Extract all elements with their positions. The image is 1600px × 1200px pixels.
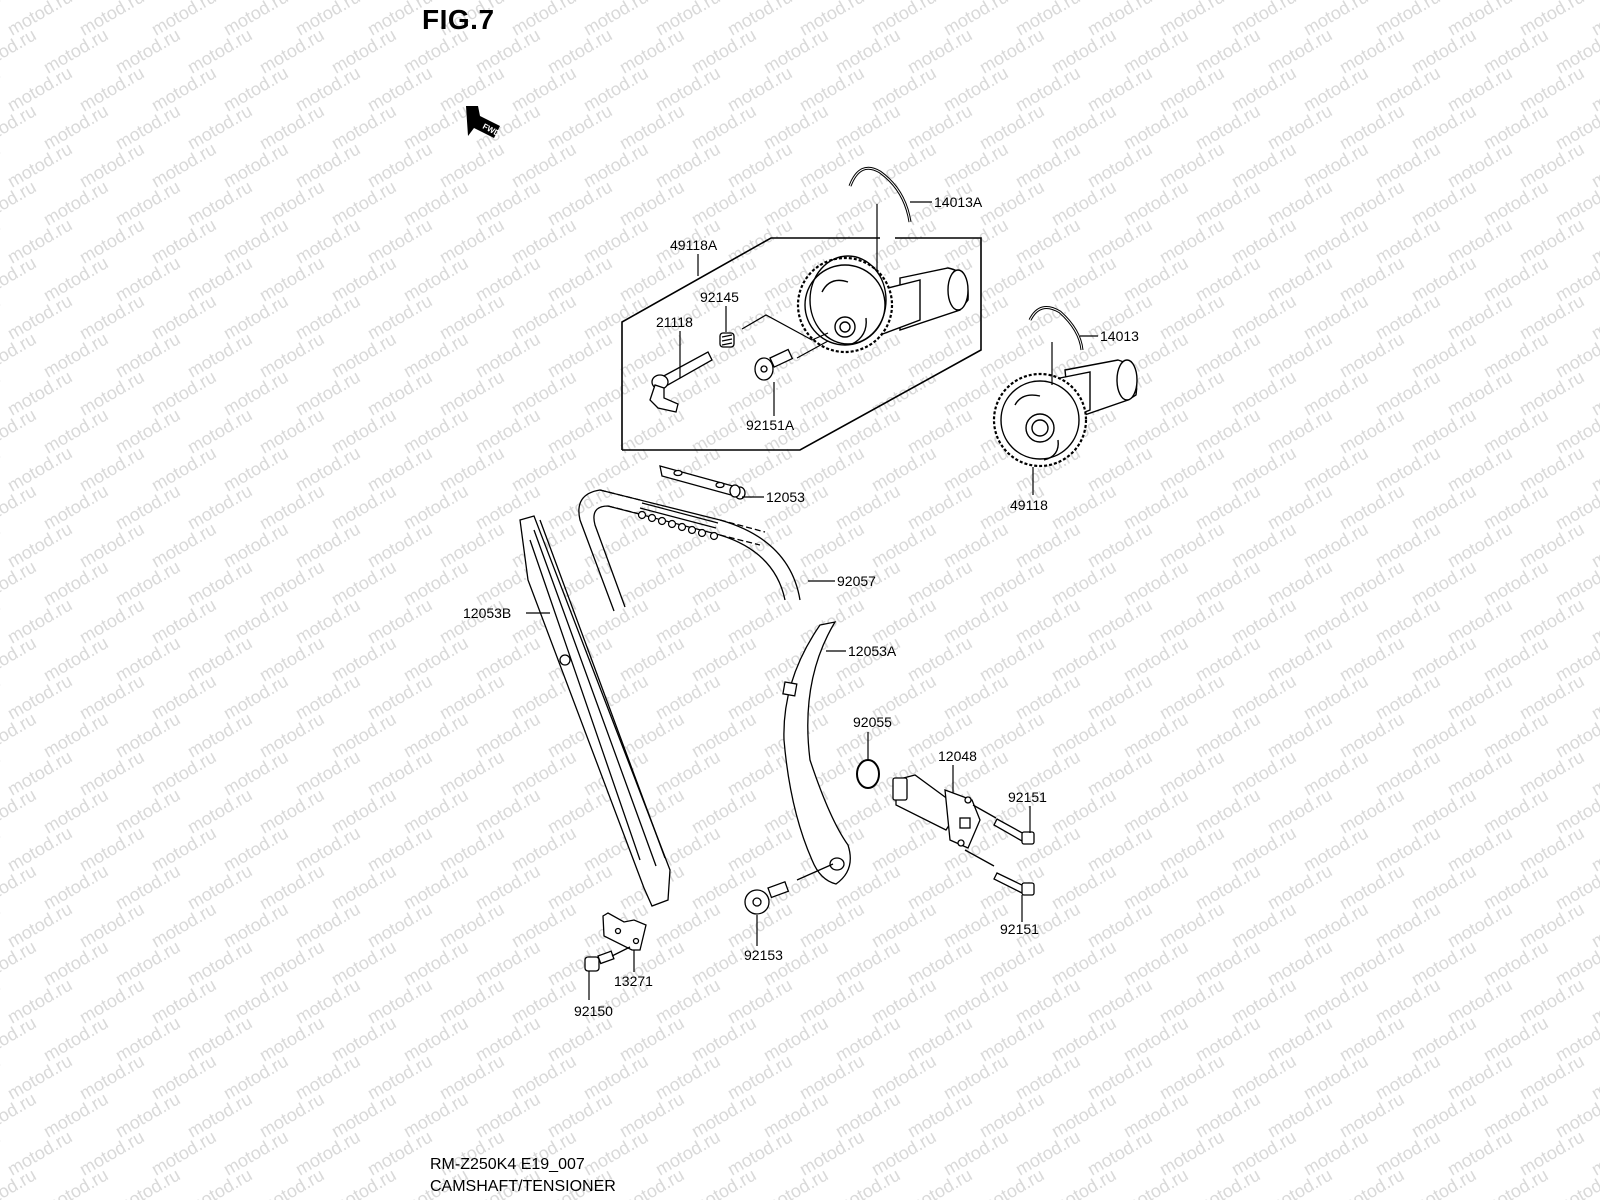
- label-92150[interactable]: 92150: [574, 1003, 613, 1019]
- label-12053b[interactable]: 12053B: [463, 605, 511, 621]
- label-12053a[interactable]: 12053A: [848, 643, 897, 659]
- figure-title: FIG.7: [422, 4, 495, 35]
- tensioner-12048-drawing: [892, 774, 981, 849]
- pivot-bolt-92153-drawing: [744, 863, 834, 915]
- bolts-92151-drawing: [964, 804, 1035, 896]
- label-92055[interactable]: 92055: [853, 714, 892, 730]
- label-49118[interactable]: 49118: [1010, 497, 1048, 513]
- bolt-92150-drawing: [584, 946, 631, 972]
- cam-chain-92057-drawing: [578, 489, 801, 612]
- label-21118[interactable]: 21118: [656, 314, 693, 330]
- model-code: RM-Z250K4 E19_007: [430, 1156, 585, 1173]
- label-12048[interactable]: 12048: [938, 748, 977, 764]
- chain-guide-12053b-drawing: [519, 515, 671, 907]
- part-labels: 14013A 49118A 92145 21118 92151A 14013 4…: [463, 194, 1139, 1019]
- label-12053[interactable]: 12053: [766, 489, 805, 505]
- chain-guide-12053-drawing: [659, 465, 746, 500]
- fwd-arrow-icon: FWD: [466, 106, 502, 138]
- bolt-92151a-drawing: [754, 348, 794, 381]
- label-13271[interactable]: 13271: [614, 973, 653, 989]
- label-14013[interactable]: 14013: [1100, 328, 1139, 344]
- decompressor-lever-drawing: [649, 351, 713, 413]
- label-92057[interactable]: 92057: [837, 573, 876, 589]
- label-92153[interactable]: 92153: [744, 947, 783, 963]
- label-92151-lower[interactable]: 92151: [1000, 921, 1039, 937]
- label-14013a[interactable]: 14013A: [934, 194, 983, 210]
- intake-camshaft-drawing: [796, 255, 969, 354]
- spring-92145-drawing: [719, 332, 735, 348]
- tensioner-guide-12053a-drawing: [782, 621, 851, 885]
- exhaust-camshaft-drawing: [992, 359, 1138, 468]
- o-ring-92055-drawing: [856, 759, 880, 789]
- label-92151-upper[interactable]: 92151: [1008, 789, 1047, 805]
- label-92145[interactable]: 92145: [700, 289, 739, 305]
- assembly-outline-49118a: [621, 237, 982, 451]
- section-name: CAMSHAFT/TENSIONER: [430, 1178, 616, 1195]
- label-92151a[interactable]: 92151A: [746, 417, 795, 433]
- chain-links-drawing: [637, 502, 719, 541]
- leader-lines: [526, 201, 1098, 1000]
- label-49118a[interactable]: 49118A: [670, 237, 718, 253]
- plate-13271-drawing: [602, 912, 647, 951]
